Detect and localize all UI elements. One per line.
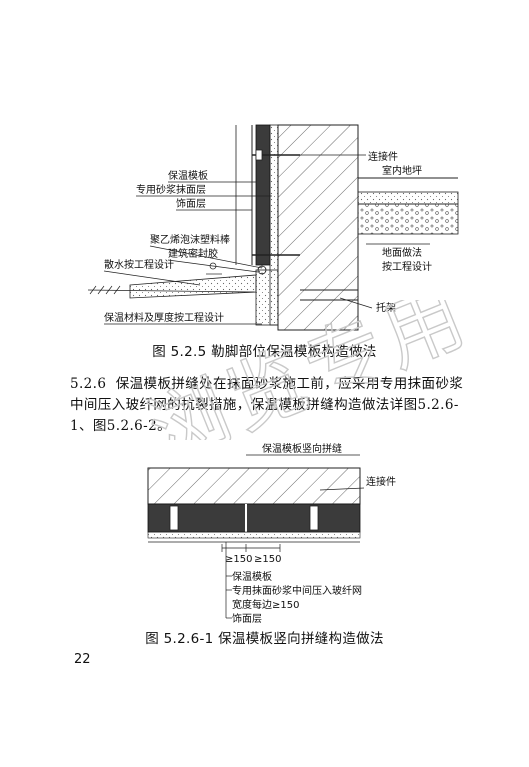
dim-right: ≥150	[254, 554, 281, 565]
dim-left: ≥150	[225, 554, 252, 565]
section-text: 保温模板拼缝处在抹面砂浆施工前，应采用专用抹面砂浆中间压入玻纤网的抗裂措施，保温…	[70, 376, 464, 434]
label-insulation-board: 保温模板	[168, 169, 208, 182]
label-pe-foam-rod: 聚乙烯泡沫塑料棒	[150, 233, 230, 246]
label-per-design: 按工程设计	[382, 260, 432, 273]
label-finish-layer-2: 饰面层	[232, 612, 262, 625]
label-material-thickness: 保温材料及厚度按工程设计	[104, 311, 224, 324]
label-insulation-board-2: 保温模板	[232, 570, 272, 583]
label-mesh-mortar: 专用抹面砂浆中间压入玻纤网	[232, 584, 362, 597]
figure-5-2-5-drawing: 保温模板 专用砂浆抹面层 饰面层 聚乙烯泡沫塑料棒 建筑密封胶 散水按工程设计 …	[87, 124, 459, 331]
figure-5-2-5-caption: 图 5.2.5 勒脚部位保温模板构造做法	[152, 344, 377, 360]
label-connector-2: 连接件	[366, 475, 396, 488]
label-bracket: 托架	[376, 301, 396, 314]
label-plaster-layer: 专用砂浆抹面层	[136, 183, 206, 196]
section-number: 5.2.6	[70, 376, 107, 392]
page-number: 22	[74, 652, 91, 667]
label-finish-layer: 饰面层	[176, 197, 206, 210]
label-vertical-joint: 保温模板竖向拼缝	[262, 442, 342, 455]
label-indoor-floor: 室内地坪	[382, 164, 422, 177]
label-width-each-side: 宽度每边≥150	[232, 598, 299, 611]
label-apron: 散水按工程设计	[104, 258, 174, 271]
figure-5-2-6-1-caption: 图 5.2.6-1 保温模板竖向拼缝构造做法	[145, 631, 384, 647]
label-connector-1: 连接件	[368, 150, 398, 163]
section-5-2-6-paragraph: 5.2.6 保温模板拼缝处在抹面砂浆施工前，应采用专用抹面砂浆中间压入玻纤网的抗…	[70, 374, 470, 437]
label-floor-finish: 地面做法	[382, 246, 422, 259]
figure-5-2-6-1-drawing: 保温模板竖向拼缝 连接件 ≥150 ≥150 保温模板 专用抹面砂浆中间压入玻纤…	[147, 442, 396, 625]
